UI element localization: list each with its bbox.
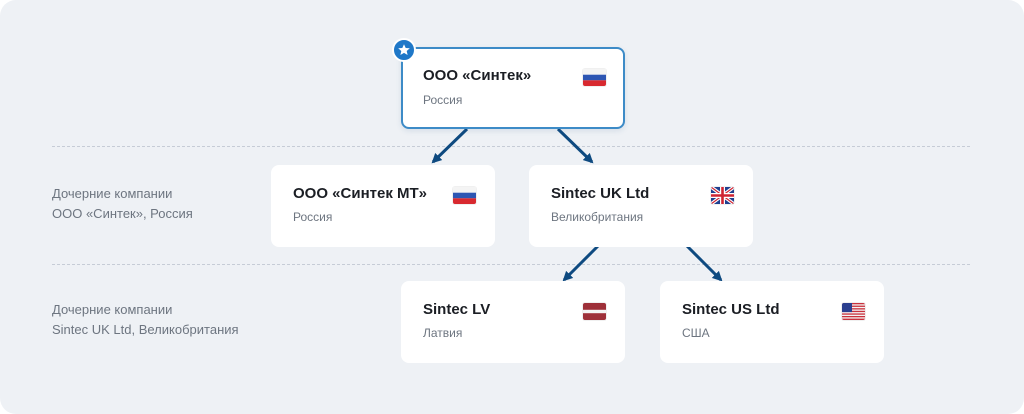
- arrow-uk-to-sintec-us: [685, 244, 723, 282]
- star-icon: [392, 38, 416, 62]
- latvia-flag-icon: [583, 303, 606, 320]
- company-country: Россия: [423, 93, 463, 107]
- arrow-uk-to-sintec-lv: [562, 244, 600, 282]
- level-divider: [52, 264, 970, 265]
- level-1-label-line2: ООО «Синтек», Россия: [52, 206, 193, 221]
- company-country: США: [682, 326, 710, 340]
- level-2-label-line1: Дочерние компании: [52, 302, 173, 317]
- company-card-sintec-us[interactable]: Sintec US Ltd США: [660, 281, 884, 363]
- company-card-sintec-mt[interactable]: ООО «Синтек МТ» Россия: [271, 165, 495, 247]
- company-card-sintec[interactable]: ООО «Синтек» Россия: [392, 38, 625, 129]
- company-country: Латвия: [423, 326, 463, 340]
- company-name: Sintec LV: [423, 301, 491, 318]
- level-1-label: Дочерние компании ООО «Синтек», Россия: [52, 184, 193, 224]
- company-name: Sintec UK Ltd: [551, 185, 650, 202]
- level-2-label-line2: Sintec UK Ltd, Великобритания: [52, 322, 239, 337]
- russia-flag-icon: [453, 187, 476, 204]
- company-name: ООО «Синтек МТ»: [293, 185, 427, 202]
- company-name: Sintec US Ltd: [682, 301, 780, 318]
- company-name: ООО «Синтек»: [423, 67, 532, 84]
- russia-flag-icon: [583, 69, 606, 86]
- company-card-sintec-uk[interactable]: Sintec UK Ltd Великобритания: [529, 165, 753, 247]
- company-country: Великобритания: [551, 210, 644, 224]
- company-card-sintec-lv[interactable]: Sintec LV Латвия: [401, 281, 625, 363]
- usa-flag-icon: [842, 303, 865, 320]
- uk-flag-icon: [711, 187, 734, 204]
- level-2-label: Дочерние компании Sintec UK Ltd, Великоб…: [52, 300, 239, 340]
- company-country: Россия: [293, 210, 333, 224]
- level-divider: [52, 146, 970, 147]
- level-1-label-line1: Дочерние компании: [52, 186, 173, 201]
